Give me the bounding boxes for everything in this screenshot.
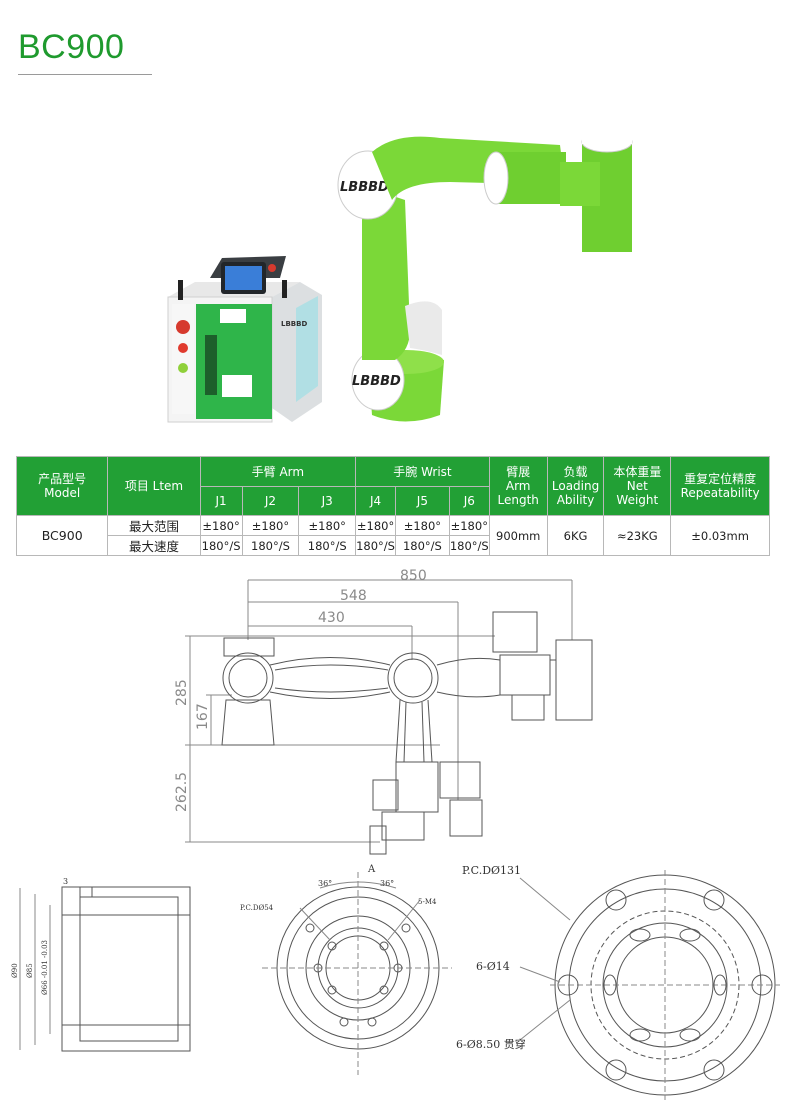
cell-weight: ≈23KG xyxy=(603,515,672,556)
cell-range: ±180° xyxy=(241,515,300,536)
cell-repeatability: ±0.03mm xyxy=(670,515,770,556)
header-arm-group: 手臂 Arm xyxy=(199,456,357,487)
dim-548: 548 xyxy=(340,588,367,604)
label-holes14: 6-Ø14 xyxy=(476,960,510,973)
header-model: 产品型号 Model xyxy=(15,456,109,516)
cell-speed: 180°/S xyxy=(241,535,300,556)
cell-speed: 180°/S xyxy=(199,535,243,556)
dim-d66: Ø66 -0.01 -0.03 xyxy=(41,940,49,995)
dim-285: 285 xyxy=(174,679,190,706)
cell-speed: 180°/S xyxy=(355,535,396,556)
header-joint: J1 xyxy=(199,486,243,516)
cell-speed: 180°/S xyxy=(298,535,357,556)
technical-drawing: 850 548 430 285 167 262.5 3 Ø90 Ø85 Ø66 … xyxy=(11,568,780,1100)
dim-850: 850 xyxy=(400,568,427,584)
cell-range: ±180° xyxy=(448,515,490,536)
cell-speed: 180°/S xyxy=(394,535,450,556)
header-joint: J2 xyxy=(241,486,300,516)
title-divider xyxy=(18,74,152,75)
cell-arm-length: 900mm xyxy=(488,515,548,556)
dim-430: 430 xyxy=(318,610,345,626)
header-repeatability: 重复定位精度 Repeatability xyxy=(670,456,770,516)
cell-loading: 6KG xyxy=(546,515,605,556)
cell-range: ±180° xyxy=(199,515,243,536)
header-item: 项目 Ltem xyxy=(107,456,201,516)
cell-speed-label: 最大速度 xyxy=(107,535,201,556)
header-joint: J3 xyxy=(298,486,357,516)
controller-logo: LBBBD xyxy=(281,320,307,328)
cell-speed: 180°/S xyxy=(448,535,490,556)
dim-262-5: 262.5 xyxy=(174,772,190,812)
cell-model: BC900 xyxy=(15,515,109,556)
cell-range-label: 最大范围 xyxy=(107,515,201,536)
dim-d85: Ø85 xyxy=(26,963,34,978)
header-arm-length: 臂展 Arm Length xyxy=(488,456,548,516)
arm-logo-upper: LBBBD xyxy=(340,180,389,195)
dim-d90: Ø90 xyxy=(11,963,19,978)
arm-logo-lower: LBBBD xyxy=(352,374,401,389)
dim-3: 3 xyxy=(63,877,68,886)
section-marker-a: A xyxy=(367,864,376,875)
header-loading: 负载 Loading Ability xyxy=(546,456,605,516)
angle-right: 36° xyxy=(380,879,394,888)
label-m4: 5-M4 xyxy=(418,898,437,906)
header-joint: J6 xyxy=(448,486,490,516)
angle-left: 36° xyxy=(318,879,332,888)
label-pcd54: P.C.DØ54 xyxy=(240,904,274,912)
product-illustration: LBBBD LBBBD LBBBD xyxy=(167,130,633,423)
robot-arm: LBBBD LBBBD xyxy=(337,130,633,422)
dim-167: 167 xyxy=(195,703,211,730)
page-title: BC900 xyxy=(18,28,125,66)
header-weight: 本体重量 Net Weight xyxy=(603,456,672,516)
cell-range: ±180° xyxy=(394,515,450,536)
cell-range: ±180° xyxy=(355,515,396,536)
header-wrist-group: 手腕 Wrist xyxy=(355,456,490,487)
header-joint: J5 xyxy=(394,486,450,516)
label-pcd131: P.C.DØ131 xyxy=(462,864,521,877)
controller-cabinet: LBBBD xyxy=(167,256,322,423)
header-joint: J4 xyxy=(355,486,396,516)
spec-table: 产品型号 Model 项目 Ltem 手臂 Arm 手腕 Wrist 臂展 Ar… xyxy=(15,456,770,556)
cell-range: ±180° xyxy=(298,515,357,536)
label-holes850: 6-Ø8.50 贯穿 xyxy=(456,1037,526,1051)
